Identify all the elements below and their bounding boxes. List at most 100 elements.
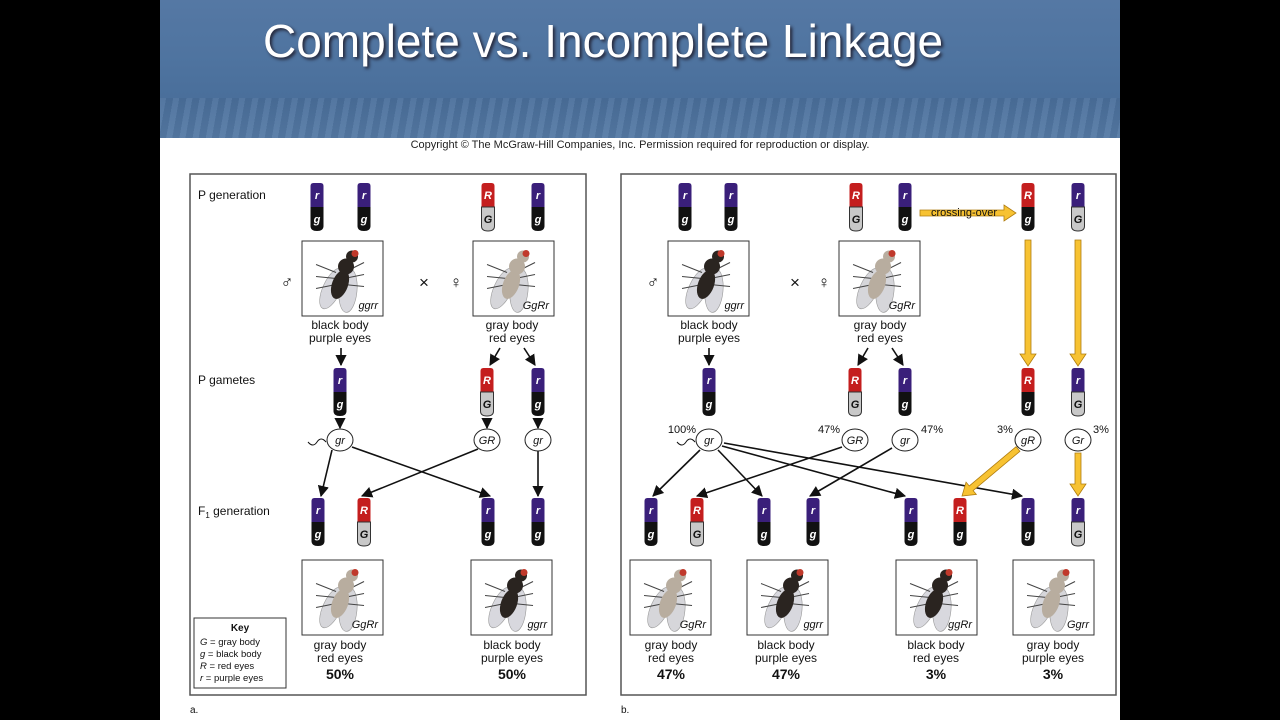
allele-segment-top <box>357 183 371 207</box>
allele-label-bottom: g <box>901 214 909 226</box>
pheno-offspring-a-2-2: purple eyes <box>481 651 543 665</box>
fly-eye <box>351 250 359 257</box>
allele-label-top: r <box>649 505 654 517</box>
fly-leg <box>315 595 337 598</box>
fly-abdomen <box>658 589 678 618</box>
fly-leg <box>909 595 931 598</box>
fly-parent-male-b: ggrr <box>667 240 750 317</box>
allele-label-bottom: G <box>1074 214 1083 226</box>
chromosome: rg <box>1021 498 1035 546</box>
allele-segment-top <box>1071 498 1085 522</box>
allele-segment-top <box>1021 368 1035 392</box>
yellow-arrow-recomb-2 <box>1069 452 1087 497</box>
allele-label-bottom: g <box>901 399 909 411</box>
fly-thorax <box>338 258 355 275</box>
pheno-offspring-b-1-2: red eyes <box>648 651 694 665</box>
allele-label-top: r <box>811 505 816 517</box>
fly-thorax <box>666 577 683 594</box>
allele-segment-bottom <box>1021 392 1035 416</box>
pheno-offspring-b-3-2: red eyes <box>913 651 959 665</box>
allele-label-bottom: G <box>483 399 492 411</box>
fly-abdomen <box>1041 589 1061 618</box>
gamete-label: GR <box>847 435 864 447</box>
chromosome: rg <box>333 368 347 416</box>
allele-segment-bottom <box>357 521 371 547</box>
pheno-parent-female-a-1: gray body <box>486 318 539 332</box>
allele-label-bottom: G <box>693 529 702 541</box>
crossing-over-label: crossing-over <box>931 207 997 219</box>
fly-leg <box>315 264 337 273</box>
chromosome: RG <box>848 368 862 417</box>
gamete-a-gr-2: gr <box>524 428 552 452</box>
allele-segment-bottom <box>690 521 704 547</box>
allele-label-bottom: g <box>907 529 915 541</box>
fly-abdomen <box>330 270 350 299</box>
chromosome: rg <box>531 498 545 546</box>
fly-genotype: ggrr <box>527 619 548 631</box>
fly-abdomen <box>867 270 887 299</box>
pheno-parent-male-a-1: black body <box>311 318 368 332</box>
fly-leg <box>760 595 782 598</box>
allele-segment-top <box>311 498 325 522</box>
allele-label-bottom: g <box>705 399 713 411</box>
allele-label-top: r <box>486 505 491 517</box>
allele-segment-top <box>1071 183 1085 207</box>
allele-label-bottom: g <box>484 529 492 541</box>
fly-leg <box>909 583 931 592</box>
fly-leg <box>681 264 703 273</box>
allele-label-top: R <box>693 505 701 517</box>
pheno-parent-male-b-1: black body <box>680 318 737 332</box>
fly-eye <box>945 569 953 576</box>
fly-genotype: ggRr <box>948 619 973 631</box>
allele-segment-top <box>357 498 371 522</box>
allele-label-bottom: g <box>1024 399 1032 411</box>
allele-segment-top <box>531 183 545 207</box>
allele-segment-bottom <box>644 522 658 546</box>
chromosome: rg <box>898 368 912 416</box>
chromosome: rg <box>702 368 716 416</box>
fly-offspring-b-4: Ggrr <box>1012 559 1095 636</box>
chromosome: rg <box>806 498 820 546</box>
percent-offspring-b-4: 3% <box>1043 666 1064 682</box>
chromosome: rg <box>531 368 545 416</box>
allele-label-top: r <box>315 190 320 202</box>
allele-label-bottom: g <box>727 214 735 226</box>
allele-label-bottom: g <box>360 214 368 226</box>
fly-abdomen <box>696 270 716 299</box>
fly-leg <box>484 595 506 598</box>
key-entry: R = red eyes <box>200 661 254 672</box>
fly-genotype: ggrr <box>803 619 824 631</box>
panel-b-frame <box>620 173 1117 696</box>
allele-segment-bottom <box>904 522 918 546</box>
allele-segment-top <box>690 498 704 522</box>
fly-thorax <box>704 258 721 275</box>
allele-label-top: R <box>852 190 860 202</box>
gamete-label: gr <box>335 435 346 447</box>
allele-segment-top <box>724 183 738 207</box>
arrow <box>891 347 904 366</box>
sperm-tail-b <box>676 438 696 446</box>
chromosome: RG <box>481 183 495 232</box>
allele-segment-top <box>849 183 863 207</box>
allele-segment-top <box>953 498 967 522</box>
allele-label-top: r <box>338 375 343 387</box>
pheno-offspring-b-3-1: black body <box>907 638 964 652</box>
chromosome: rg <box>311 498 325 546</box>
fly-genotype: GgRr <box>889 300 917 312</box>
chromosome: rg <box>724 183 738 231</box>
gamete-circle <box>841 428 869 452</box>
chromosome: rg <box>531 183 545 231</box>
fly-leg <box>760 583 782 592</box>
fly-offspring-b-3: ggRr <box>895 559 978 636</box>
pheno-offspring-a-1-2: red eyes <box>317 651 363 665</box>
gamete-label: Gr <box>1072 435 1086 447</box>
fly-abdomen <box>775 589 795 618</box>
fly-genotype: GgRr <box>352 619 380 631</box>
allele-segment-top <box>644 498 658 522</box>
chromosome: Rg <box>953 498 967 546</box>
allele-label-bottom: g <box>647 529 655 541</box>
allele-segment-bottom <box>1071 391 1085 417</box>
fly-thorax <box>338 577 355 594</box>
gamete-b-GR: GR <box>841 428 869 452</box>
